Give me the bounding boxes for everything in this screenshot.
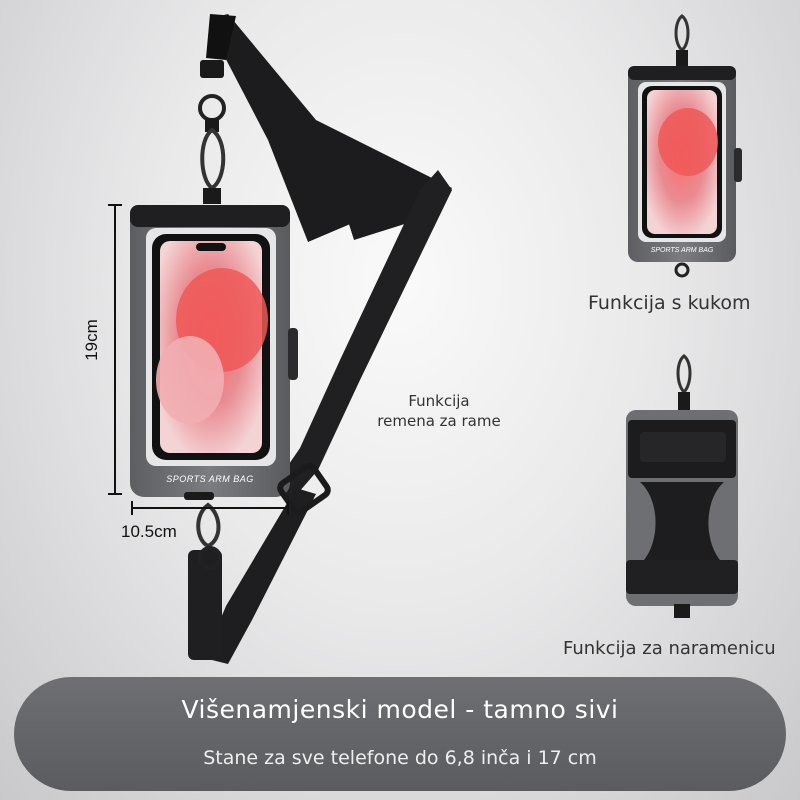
bottom-clip-icon (196, 502, 222, 570)
carabiner-icon (198, 94, 226, 204)
shoulder-strap (188, 14, 452, 664)
width-dimension: 10.5cm (121, 522, 177, 541)
bag-print-hook: SPORTS ARM BAG (650, 247, 714, 254)
shoulder-strap-label-line2: remena za rame (377, 412, 501, 430)
hook-function-label: Funkcija s kukom (588, 292, 751, 314)
dimension-lines (108, 204, 289, 515)
strap-buckle-icon (277, 462, 331, 516)
banner-subtitle: Stane za sve telefone do 6,8 inča i 17 c… (203, 747, 597, 769)
banner-title: Višenamjenski model - tamno sivi (181, 695, 619, 724)
shoulder-strap-label-line1: Funkcija (408, 392, 470, 410)
armband-function-label: Funkcija za naramenicu (563, 638, 776, 659)
info-banner: Višenamjenski model - tamno sivi Stane z… (14, 677, 786, 791)
main-phone-bag (130, 205, 298, 500)
hook-bag (628, 14, 742, 278)
bag-print-main: SPORTS ARM BAG (166, 474, 254, 484)
armband-bag (626, 354, 738, 618)
height-dimension: 19cm (82, 319, 101, 361)
